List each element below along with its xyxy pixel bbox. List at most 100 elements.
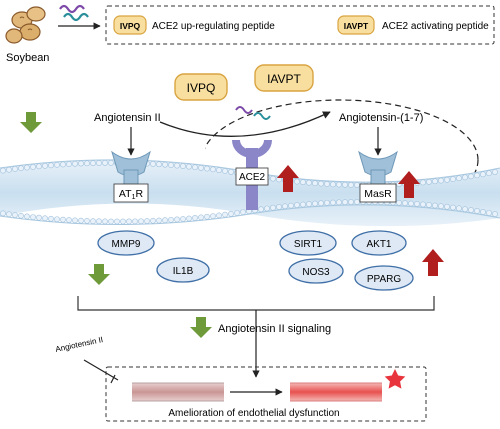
lipid-head bbox=[180, 216, 186, 222]
lipid-head bbox=[354, 182, 360, 188]
lipid-head bbox=[468, 207, 474, 213]
lipid-head bbox=[180, 163, 186, 169]
lipid-head bbox=[276, 204, 282, 210]
lipid-head bbox=[198, 214, 204, 221]
svg-text:MMP9: MMP9 bbox=[112, 239, 141, 250]
lipid-head bbox=[210, 166, 216, 173]
lipid-head bbox=[228, 168, 234, 175]
lipid-head bbox=[402, 200, 408, 207]
lipid-head bbox=[414, 201, 420, 207]
lipid-head bbox=[444, 176, 450, 183]
lipid-head bbox=[408, 200, 414, 207]
ace2-label: ACE2 bbox=[239, 172, 266, 183]
lipid-head bbox=[96, 218, 102, 225]
lipid-head bbox=[300, 201, 306, 208]
svg-text:IVPQ: IVPQ bbox=[187, 81, 216, 95]
lipid-head bbox=[306, 201, 312, 207]
lipid-head bbox=[78, 160, 84, 167]
lipid-head bbox=[24, 213, 30, 220]
lipid-head bbox=[150, 161, 156, 167]
lipid-head bbox=[348, 199, 354, 205]
lipid-head bbox=[186, 215, 192, 222]
soybean-label: Soybean bbox=[6, 52, 49, 64]
lipid-head bbox=[438, 203, 444, 210]
lipid-head bbox=[48, 162, 54, 169]
lipid-head bbox=[492, 169, 498, 175]
at1r-receptor: AT1R bbox=[111, 150, 151, 203]
lipid-head bbox=[336, 199, 342, 206]
green-down-arrow-signaling bbox=[190, 317, 212, 338]
lipid-head bbox=[30, 214, 36, 220]
lipid-head bbox=[42, 162, 48, 169]
lipid-head bbox=[270, 175, 276, 182]
lipid-head bbox=[132, 218, 138, 225]
lipid-head bbox=[156, 217, 162, 224]
svg-text:SIRT1: SIRT1 bbox=[294, 239, 323, 250]
lipid-head bbox=[210, 213, 216, 219]
lipid-head bbox=[432, 178, 438, 185]
lipid-head bbox=[192, 164, 198, 171]
lipid-head bbox=[396, 199, 402, 206]
angiotensin-1-7-label: Angiotensin-(1-7) bbox=[339, 112, 423, 124]
green-down-arrow-ang2 bbox=[20, 112, 42, 133]
lipid-head bbox=[258, 206, 264, 213]
lipid-head bbox=[72, 217, 78, 224]
lipid-head bbox=[312, 180, 318, 187]
lipid-head bbox=[24, 164, 30, 171]
legend-code: IVPQ bbox=[120, 21, 141, 31]
lipid-head bbox=[492, 211, 498, 217]
red-up-arrow-genes bbox=[422, 249, 444, 276]
lipid-head bbox=[330, 181, 336, 188]
lipid-head bbox=[168, 216, 174, 223]
lipid-head bbox=[90, 160, 96, 167]
lipid-head bbox=[444, 203, 450, 210]
lipid-head bbox=[324, 181, 330, 187]
legend-desc: ACE2 activating peptide bbox=[382, 21, 489, 32]
lipid-head bbox=[282, 203, 288, 210]
lipid-head bbox=[48, 215, 54, 222]
lipid-head bbox=[54, 216, 60, 223]
lipid-head bbox=[462, 206, 468, 213]
gene-oval-sirt1: SIRT1 bbox=[279, 230, 337, 256]
lipid-head bbox=[294, 202, 300, 208]
peptide-squiggle-icon bbox=[59, 4, 89, 22]
lipid-head bbox=[84, 218, 90, 224]
lipid-head bbox=[456, 205, 462, 212]
lipid-head bbox=[162, 217, 168, 224]
red-up-arrow-masr bbox=[398, 171, 420, 198]
legend-item-iavpt: IAVPT ACE2 activating peptide bbox=[337, 15, 489, 35]
masr-label: MasR bbox=[364, 188, 392, 200]
lipid-head bbox=[198, 165, 204, 171]
lipid-head bbox=[66, 217, 72, 223]
lipid-head bbox=[114, 218, 120, 225]
inhibition-line bbox=[83, 359, 119, 384]
lipid-head bbox=[240, 209, 246, 215]
lipid-head bbox=[36, 163, 42, 170]
lipid-head bbox=[474, 208, 480, 214]
lipid-head bbox=[486, 170, 492, 177]
lipid-head bbox=[18, 212, 24, 219]
lipid-head bbox=[222, 211, 228, 218]
lipid-head bbox=[468, 173, 474, 180]
lipid-head bbox=[306, 179, 312, 186]
lipid-head bbox=[168, 162, 174, 168]
lipid-head bbox=[354, 199, 360, 205]
lipid-head bbox=[222, 168, 228, 174]
lipid-head bbox=[294, 178, 300, 185]
inhibitor-label: Angiotensin II bbox=[55, 335, 104, 354]
lipid-head bbox=[102, 160, 108, 166]
green-down-arrow-genes bbox=[88, 264, 110, 285]
legend-desc: ACE2 up-regulating peptide bbox=[152, 21, 275, 32]
lipid-head bbox=[480, 209, 486, 215]
grouping-bracket bbox=[77, 296, 435, 311]
gene-oval-akt1: AKT1 bbox=[351, 230, 407, 256]
lipid-head bbox=[72, 160, 78, 167]
lipid-head bbox=[192, 215, 198, 221]
lipid-head bbox=[420, 179, 426, 186]
lipid-head bbox=[486, 210, 492, 216]
lipid-head bbox=[102, 218, 108, 225]
gene-oval-nos3: NOS3 bbox=[288, 258, 344, 284]
lipid-head bbox=[216, 167, 222, 174]
peptide-pill-ivpq: IVPQ bbox=[174, 73, 228, 101]
masr-receptor: MasR bbox=[358, 150, 398, 203]
